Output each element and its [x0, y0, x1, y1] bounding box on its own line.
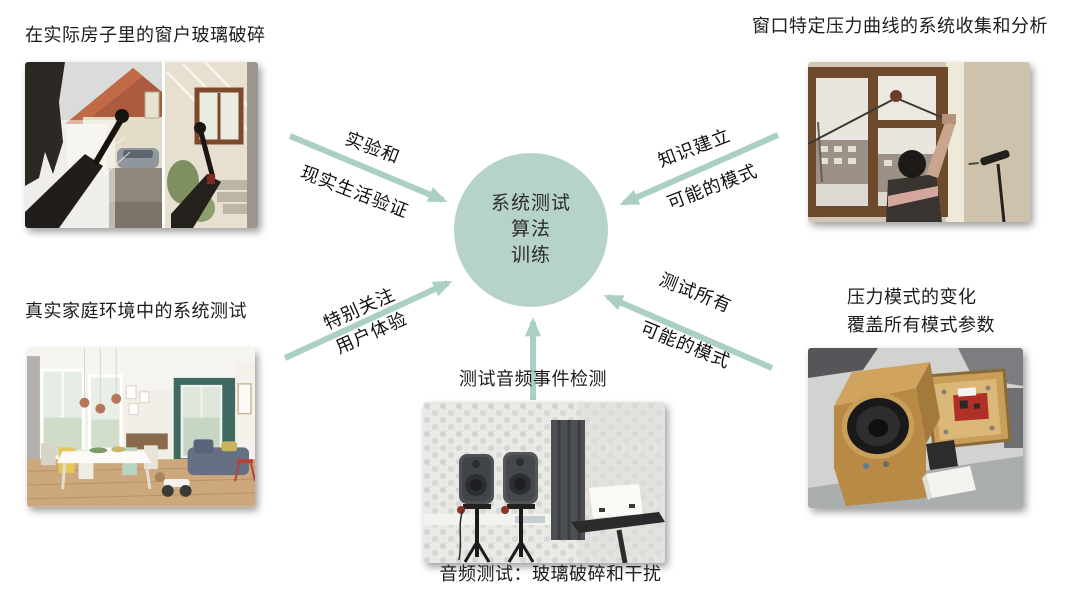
- hub-line-1: 系统测试: [490, 193, 571, 214]
- hub-line-3: 训练: [510, 245, 551, 266]
- caption-audio-test: 音频测试：玻璃破碎和干扰: [439, 564, 662, 584]
- title-pressure-curves: 窗口特定压力曲线的系统收集和分析: [752, 16, 1048, 36]
- speaker-box-illustration: [808, 348, 1023, 508]
- title-window-breaking: 在实际房子里的窗户玻璃破碎: [25, 25, 266, 45]
- title-audio-event-detection: 测试音频事件检测: [459, 369, 607, 389]
- title-home-system-test: 真实家庭环境中的系统测试: [25, 301, 247, 321]
- living-room-illustration: [27, 348, 255, 507]
- photo-acoustic-chamber: [423, 402, 665, 563]
- title-pressure-modes-line2: 覆盖所有模式参数: [847, 315, 995, 335]
- acoustic-chamber-illustration: [423, 402, 665, 563]
- hub-circle: 系统测试 算法 训练: [454, 153, 608, 307]
- arrow-experiment: [288, 133, 448, 203]
- hub-line-2: 算法: [510, 219, 551, 240]
- arrow-knowledge: [619, 132, 780, 206]
- photo-pendulum-test: [808, 62, 1030, 222]
- title-pressure-modes: 压力模式的变化 覆盖所有模式参数: [847, 283, 995, 339]
- arrow-user-experience: [283, 280, 453, 361]
- pendulum-test-illustration: [808, 62, 1030, 222]
- photo-living-room: [27, 348, 255, 507]
- arrow-test-all-modes: [603, 294, 774, 371]
- photo-window-breaking: [25, 62, 258, 228]
- photo-speaker-box: [808, 348, 1023, 508]
- title-pressure-modes-line1: 压力模式的变化: [847, 287, 977, 307]
- window-breaking-illustration: [25, 62, 258, 228]
